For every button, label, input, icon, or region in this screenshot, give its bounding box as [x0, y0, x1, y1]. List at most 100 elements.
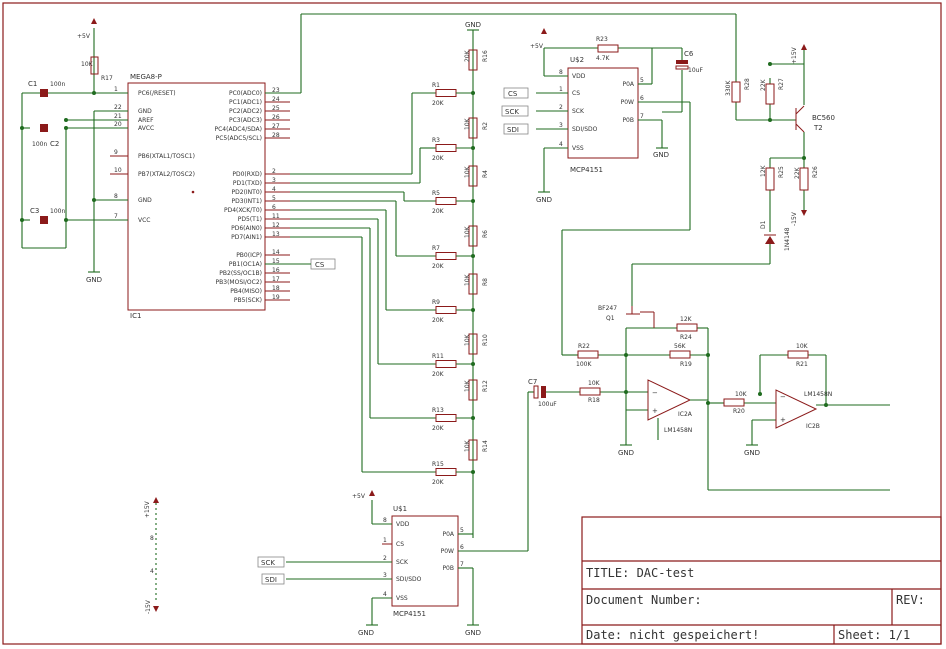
net-label-sck-2[interactable]: SCK [257, 556, 285, 568]
jfet-q1[interactable]: BF247 Q1 [598, 305, 655, 328]
svg-text:BF247: BF247 [598, 305, 617, 312]
svg-text:BC560: BC560 [812, 114, 835, 122]
mcp-pin-number: 4 [559, 141, 563, 148]
resistor-r17[interactable]: 10K R17 [81, 56, 113, 82]
mcp-pin-name: SCK [572, 108, 585, 115]
svg-text:R28: R28 [744, 78, 751, 90]
resistor-r2[interactable]: 10K R2 [464, 117, 489, 139]
svg-text:SDI: SDI [265, 576, 277, 584]
ic1-pin-number: 4 [272, 186, 276, 193]
document-number-label: Document Number: [586, 593, 702, 607]
resistor-r19[interactable]: 56K R19 [669, 343, 692, 368]
transistor-t2[interactable]: BC560 T2 [795, 105, 835, 133]
net-label-sdi-1[interactable]: SDI [503, 123, 529, 135]
svg-text:−: − [780, 393, 786, 401]
diode-d1[interactable]: D1 1N4148 [760, 220, 791, 251]
mcp-pin-name: P0B [622, 117, 634, 124]
resistor-r25[interactable]: 12K R25 [760, 164, 785, 191]
resistor-r21[interactable]: 10K R21 [787, 343, 809, 368]
svg-text:R12: R12 [482, 380, 489, 392]
svg-text:GND: GND [465, 629, 481, 637]
resistor-r20[interactable]: 10K R20 [723, 391, 748, 415]
ic1-pin-name: PC5(ADC5/SCL) [216, 135, 262, 142]
svg-text:R2: R2 [482, 122, 489, 130]
svg-text:10uF: 10uF [688, 67, 703, 74]
ic1-pin-number: 1 [114, 86, 118, 93]
svg-text:20K: 20K [432, 263, 445, 270]
svg-text:+5V: +5V [77, 33, 91, 40]
resistor-r26[interactable]: 22K R26 [794, 166, 819, 191]
svg-text:12K: 12K [680, 316, 693, 323]
net-label-cs-1[interactable]: CS [310, 258, 336, 270]
resistor-r23[interactable]: R23 4.7K [596, 36, 619, 62]
analog-wires [528, 14, 890, 491]
svg-text:U$1: U$1 [393, 505, 407, 513]
net-label-sdi-2[interactable]: SDI [261, 573, 285, 585]
resistor-r18[interactable]: 10K R18 [579, 380, 601, 404]
gnd-symbol-mcp-top-a: GND [653, 147, 669, 159]
svg-text:+15V: +15V [791, 46, 798, 64]
ic1-pin-number: 25 [272, 105, 280, 112]
ic1-pin-number: 22 [114, 104, 122, 111]
resistor-r28[interactable]: 330K R28 [725, 78, 751, 103]
svg-text:C3: C3 [30, 207, 39, 215]
ic1-pin-number: 5 [272, 195, 276, 202]
cap-c1[interactable]: C1 100n [28, 80, 65, 97]
svg-text:GND: GND [358, 629, 374, 637]
svg-text:20K: 20K [432, 100, 445, 107]
svg-text:R27: R27 [778, 78, 785, 90]
ic1-pin-number: 19 [272, 294, 280, 301]
ic1-pin-name: PD7(AIN1) [231, 234, 262, 241]
vee-15v-symbol-1: -15V [791, 210, 807, 226]
resistor-r24[interactable]: 12K R24 [676, 316, 698, 341]
mcp4151-bottom[interactable]: U$1 MCP4151 8VDD1CS2SCK3SDI/SDO4VSS5P0A6… [382, 505, 468, 618]
opamp-ic2a[interactable]: − + IC2A LM1458N [647, 379, 708, 434]
ic1-microcontroller[interactable]: MEGA8-P IC1 1PC6(/RESET)22GND21AREF20AVC… [110, 73, 290, 320]
svg-text:100K: 100K [576, 361, 592, 368]
mcp-pin-name: P0A [622, 81, 634, 88]
net-label-cs-2[interactable]: CS [503, 87, 529, 99]
svg-text:-15V: -15V [145, 599, 152, 614]
opamp-ic2b[interactable]: − + IC2B LM1458N [775, 389, 832, 430]
svg-text:R5: R5 [432, 190, 440, 197]
svg-text:T2: T2 [813, 124, 823, 132]
resistor-r22[interactable]: R22 100K [576, 343, 599, 368]
svg-text:R26: R26 [812, 166, 819, 178]
svg-text:10K: 10K [735, 391, 748, 398]
cap-c3[interactable]: C3 100n [30, 207, 65, 224]
svg-text:20K: 20K [432, 371, 445, 378]
gnd-symbol-mcp-bot-b: GND [465, 624, 481, 637]
mcp-pin-number: 5 [640, 77, 644, 84]
net-label-sck-1[interactable]: SCK [501, 105, 529, 117]
date-label: Date: nicht gespeichert! [586, 628, 759, 642]
cap-c7[interactable]: C7 100uF [528, 378, 557, 408]
ic1-supply-wires [20, 28, 128, 272]
resistor-r27[interactable]: 22K R27 [760, 78, 785, 105]
ic1-pin-name: PB4(MISO) [230, 288, 262, 295]
cap-c2[interactable]: C2 100n [32, 124, 59, 148]
svg-text:10K: 10K [464, 117, 471, 130]
svg-text:C1: C1 [28, 80, 37, 88]
ic1-pin-number: 28 [272, 132, 280, 139]
mcp4151-top[interactable]: U$2 MCP4151 8VDD1CS2SCK3SDI/SDO4VSS5P0A6… [558, 56, 648, 174]
svg-text:100uF: 100uF [538, 401, 557, 408]
mcp-pin-number: 2 [383, 555, 387, 562]
mcp-pin-name: VDD [572, 73, 586, 80]
svg-text:56K: 56K [674, 343, 687, 350]
cap-c6[interactable]: C6 10uF [675, 50, 703, 74]
